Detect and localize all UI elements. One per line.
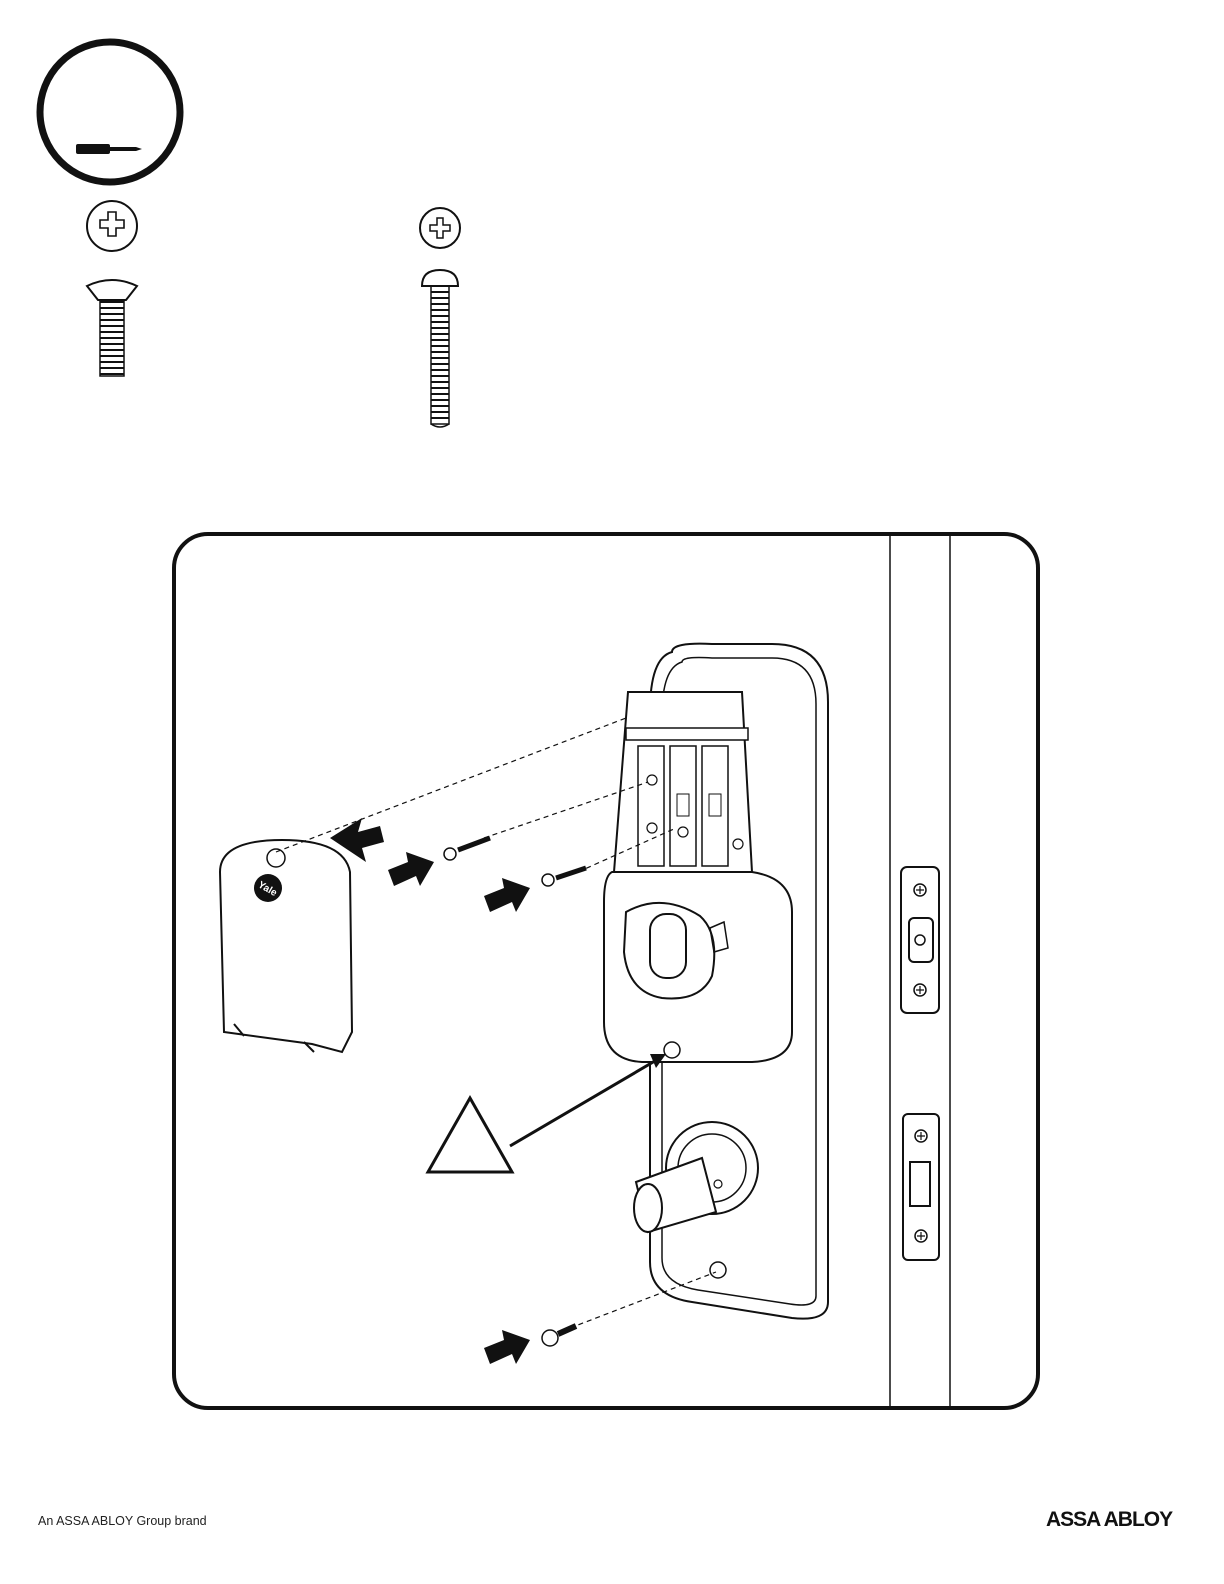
arrow-screw-2: [484, 878, 530, 912]
deadbolt-strike-plate: [901, 867, 939, 1013]
tool-circle: [34, 36, 186, 188]
phillips-pan-head-icon: [420, 208, 460, 248]
cover-screw-1: [444, 838, 490, 860]
caution-triangle-icon: [428, 1054, 666, 1172]
installation-illustration: Yale: [172, 532, 1042, 1412]
brand-line: An ASSA ABLOY Group brand: [38, 1514, 207, 1528]
phillips-screwdriver-icon: [76, 144, 142, 154]
latch-strike-plate: [903, 1114, 939, 1260]
mounting-screw: [542, 1326, 576, 1346]
battery-cover: Yale: [220, 840, 352, 1052]
long-pan-head-screw: [412, 206, 468, 434]
cover-screw-2: [542, 868, 586, 886]
direction-arrows: [330, 818, 530, 1364]
lock-interior-assembly: [604, 644, 828, 1319]
arrow-screw-1: [388, 852, 434, 886]
flat-head-screw: [82, 198, 142, 383]
assa-abloy-logo: ASSA ABLOY: [1046, 1508, 1172, 1532]
phillips-flat-head-icon: [87, 201, 137, 251]
arrow-screw-3: [484, 1330, 530, 1364]
